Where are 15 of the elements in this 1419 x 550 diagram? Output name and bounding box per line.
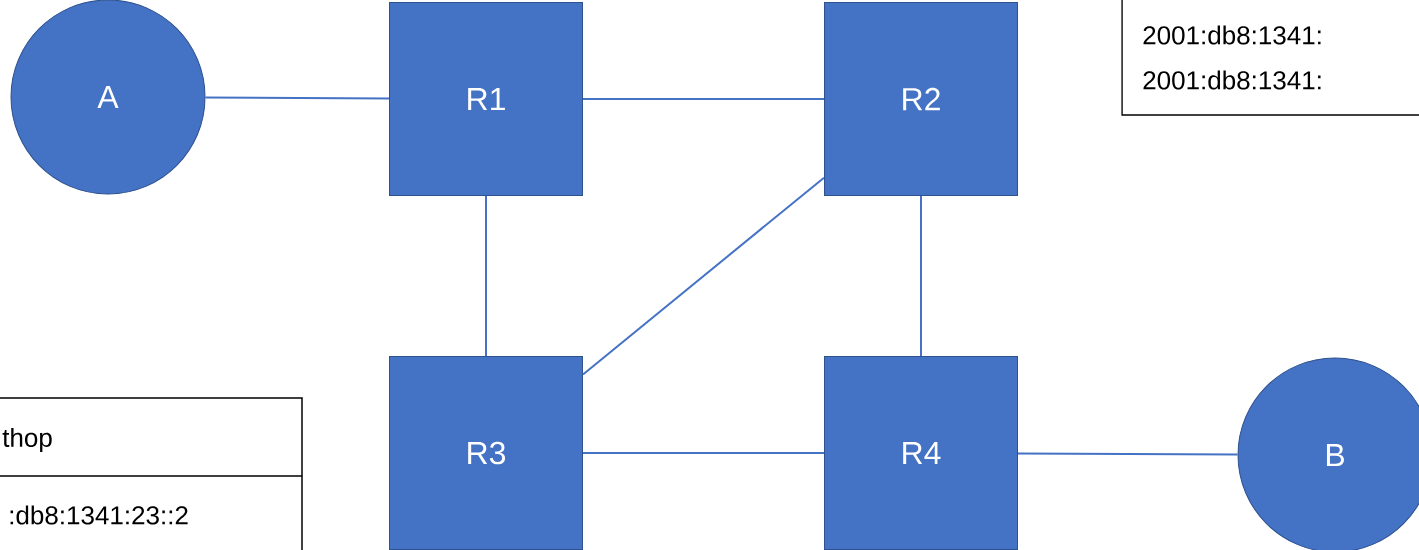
table-cell-text: thop	[2, 427, 52, 453]
connection-line	[582, 452, 825, 454]
router-box: R2	[824, 2, 1018, 196]
connection-line	[485, 195, 487, 357]
table-cell-text: 2001:db8:1341:	[1143, 25, 1321, 45]
table-cell-text: :db8:1341:23::2	[10, 505, 188, 525]
connection-line	[204, 96, 390, 100]
connection-line	[582, 176, 825, 376]
router-box: R4	[824, 356, 1018, 550]
table-cell-text: 2001:db8:1341:	[1143, 70, 1321, 90]
router-box: R1	[389, 2, 583, 196]
connection-line	[582, 98, 825, 100]
connection-line	[1017, 452, 1239, 456]
connection-line	[920, 195, 922, 357]
router-box: R3	[389, 356, 583, 550]
